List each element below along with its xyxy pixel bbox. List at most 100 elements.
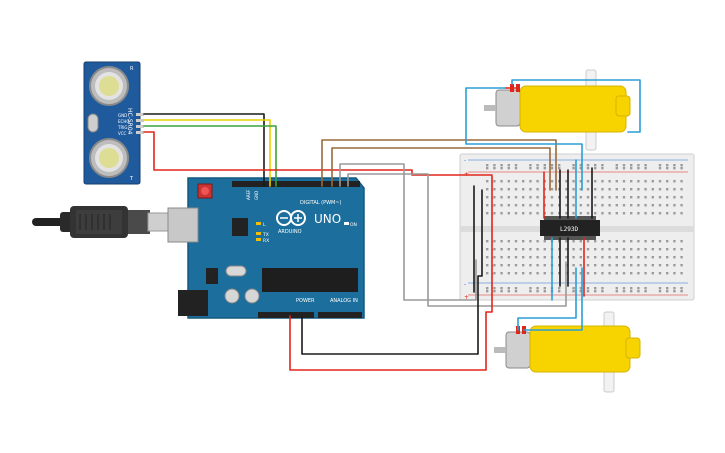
breadboard-hole xyxy=(630,248,633,251)
breadboard-hole xyxy=(601,290,604,293)
breadboard-hole xyxy=(666,180,669,183)
breadboard-hole xyxy=(601,204,604,207)
breadboard-hole xyxy=(601,196,604,199)
breadboard-hole xyxy=(572,196,575,199)
capacitor xyxy=(224,288,240,304)
breadboard-hole xyxy=(550,164,554,167)
breadboard-hole xyxy=(536,240,539,243)
breadboard-hole xyxy=(514,167,518,170)
breadboard-hole xyxy=(565,256,568,259)
sensor-pins: GND ECHO TRIG VCC xyxy=(117,113,144,136)
breadboard-hole xyxy=(514,240,518,243)
breadboard-hole xyxy=(644,188,647,191)
breadboard-hole xyxy=(666,256,669,259)
breadboard-hole xyxy=(572,167,575,170)
breadboard-hole xyxy=(594,167,597,170)
breadboard-hole xyxy=(500,180,503,183)
breadboard-hole xyxy=(594,212,597,215)
breadboard-hole xyxy=(622,256,626,259)
breadboard-hole xyxy=(644,248,647,251)
breadboard-hole xyxy=(666,248,669,251)
breadboard-hole xyxy=(507,287,510,290)
breadboard-hole xyxy=(673,204,676,207)
breadboard-hole xyxy=(486,188,489,191)
breadboard-hole xyxy=(673,164,676,167)
chip-label: L293D xyxy=(560,226,578,233)
breadboard-hole xyxy=(601,180,604,183)
breadboard-hole xyxy=(673,256,676,259)
breadboard-hole xyxy=(644,272,647,275)
breadboard-hole xyxy=(658,180,662,183)
breadboard-hole xyxy=(601,212,604,215)
breadboard-hole xyxy=(500,212,503,215)
breadboard-hole xyxy=(507,248,510,251)
breadboard-hole xyxy=(615,240,618,243)
l-led-label: L xyxy=(263,222,266,228)
breadboard-hole xyxy=(572,264,575,267)
breadboard-hole xyxy=(565,196,568,199)
breadboard-hole xyxy=(651,248,654,251)
breadboard-hole xyxy=(615,196,618,199)
usb-socket xyxy=(167,207,199,243)
breadboard-hole xyxy=(644,256,647,259)
breadboard-hole xyxy=(536,164,539,167)
capacitor xyxy=(244,288,260,304)
wire-blue-motor xyxy=(523,267,583,331)
breadboard-hole xyxy=(637,264,640,267)
breadboard-hole xyxy=(507,188,510,191)
breadboard-hole xyxy=(673,180,676,183)
wire-blue-motor xyxy=(465,87,583,191)
breadboard-hole xyxy=(543,240,546,243)
breadboard-hole xyxy=(558,287,561,290)
wire-gray xyxy=(339,163,477,301)
breadboard-hole xyxy=(500,290,503,293)
breadboard-hole xyxy=(608,204,611,207)
breadboard-hole xyxy=(522,272,525,275)
digital-header xyxy=(232,181,360,187)
breadboard-hole xyxy=(500,256,503,259)
breadboard-hole xyxy=(536,196,539,199)
breadboard-hole xyxy=(680,248,683,251)
wire-gnd-bottom xyxy=(301,189,483,355)
breadboard-hole xyxy=(500,240,503,243)
breadboard-hole xyxy=(550,180,554,183)
breadboard-hole xyxy=(522,256,525,259)
breadboard-hole xyxy=(514,290,518,293)
breadboard-hole xyxy=(630,272,633,275)
breadboard-hole xyxy=(666,287,669,290)
breadboard-hole xyxy=(529,256,532,259)
breadboard-hole xyxy=(579,164,582,167)
breadboard-hole xyxy=(637,164,640,167)
gnd-label: GND xyxy=(254,191,259,200)
transducer xyxy=(89,66,129,106)
breadboard-hole xyxy=(514,248,518,251)
breadboard-hole xyxy=(630,240,633,243)
breadboard-hole xyxy=(572,180,575,183)
breadboard-hole xyxy=(586,188,590,191)
power-label: POWER xyxy=(296,298,315,304)
breadboard-hole xyxy=(543,167,546,170)
breadboard-hole xyxy=(594,272,597,275)
breadboard-hole xyxy=(507,196,510,199)
breadboard-hole xyxy=(536,264,539,267)
breadboard-hole xyxy=(493,240,496,243)
breadboard-hole xyxy=(594,196,597,199)
breadboard-hole xyxy=(536,188,539,191)
breadboard-hole xyxy=(579,167,582,170)
breadboard-hole xyxy=(637,248,640,251)
breadboard-hole xyxy=(673,287,676,290)
breadboard-hole xyxy=(543,264,546,267)
breadboard-hole xyxy=(514,264,518,267)
breadboard-hole xyxy=(622,248,626,251)
breadboard-hole xyxy=(500,204,503,207)
wires xyxy=(143,79,641,371)
breadboard-hole xyxy=(658,240,662,243)
breadboard-hole xyxy=(529,180,532,183)
breadboard-hole xyxy=(586,164,590,167)
breadboard-hole xyxy=(666,290,669,293)
breadboard-hole xyxy=(680,188,683,191)
breadboard-hole xyxy=(594,248,597,251)
breadboard-hole xyxy=(594,256,597,259)
breadboard-hole xyxy=(522,188,525,191)
breadboard-hole xyxy=(500,272,503,275)
